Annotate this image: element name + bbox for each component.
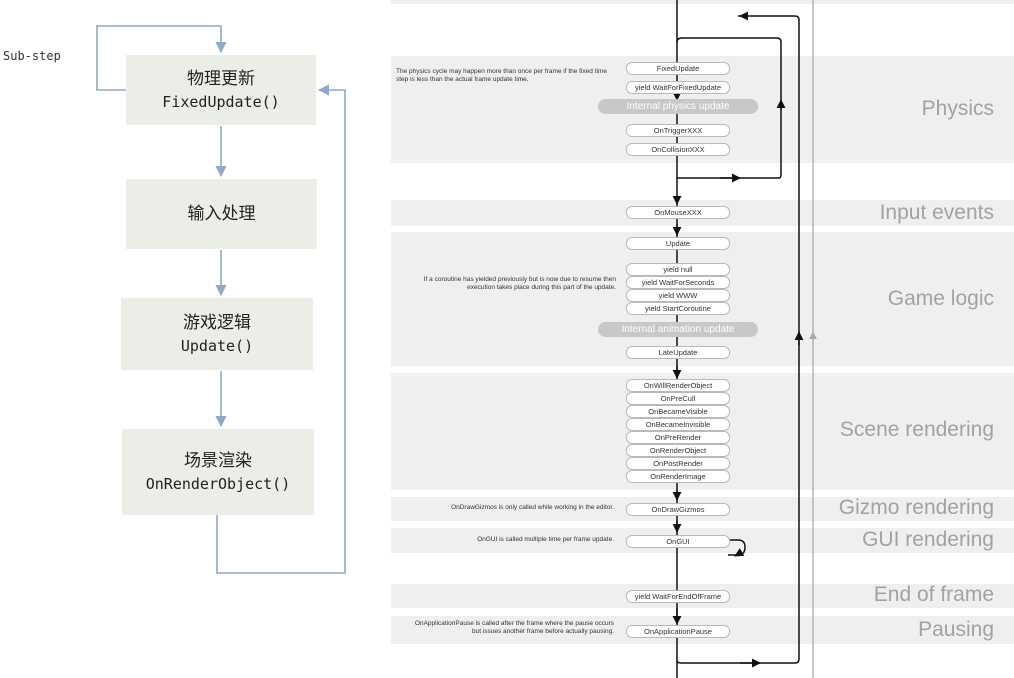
section-game-logic: Game logic [887, 287, 994, 310]
event-on-trigger: OnTriggerXXX [626, 124, 730, 137]
event-draw-gizmos: OnDrawGizmos [626, 503, 730, 516]
event-will-render-object: OnWillRenderObject [626, 379, 730, 392]
game-logic-title: 游戏逻辑 [183, 313, 251, 333]
game-logic-box: 游戏逻辑 Update() [121, 298, 313, 370]
event-pre-cull: OnPreCull [626, 392, 730, 405]
flowchart-arrows [96, 25, 346, 574]
event-yield-www: yield WWW [626, 289, 730, 302]
internal-physics-update: Internal physics update [598, 99, 758, 114]
event-on-gui: OnGUI [626, 535, 730, 548]
input-processing-box: 输入处理 [126, 179, 317, 249]
gui-note: OnGUI is called multiple time per frame … [477, 536, 614, 543]
section-gui-rendering: GUI rendering [862, 528, 994, 551]
fixed-update-box: 物理更新 FixedUpdate() [126, 55, 316, 125]
scene-rendering-title: 场景渲染 [184, 451, 252, 471]
event-late-update: LateUpdate [626, 346, 730, 359]
coroutine-note: If a coroutine has yielded previously bu… [423, 276, 616, 291]
section-input-events: Input events [879, 201, 994, 224]
game-logic-subtitle: Update() [180, 337, 254, 355]
event-yield-null: yield null [626, 263, 730, 276]
event-application-pause: OnApplicationPause [626, 625, 730, 638]
event-render-object: OnRenderObject [626, 444, 730, 457]
event-render-image: OnRenderImage [626, 470, 730, 483]
section-gizmo-rendering: Gizmo rendering [838, 496, 994, 519]
event-wait-end-of-frame: yield WaitForEndOfFrame [626, 590, 730, 603]
fixed-update-title: 物理更新 [187, 69, 255, 89]
input-processing-title: 输入处理 [187, 204, 256, 224]
gizmos-note: OnDrawGizmos is only called while workin… [451, 504, 614, 511]
event-post-render: OnPostRender [626, 457, 730, 470]
frame-loop [676, 15, 800, 664]
event-on-collision: OnCollisionXXX [626, 143, 730, 156]
event-became-invisible: OnBecameInvisible [626, 418, 730, 431]
section-pausing: Pausing [918, 618, 994, 641]
event-on-mouse: OnMouseXXX [626, 206, 730, 219]
event-wait-for-seconds: yield WaitForSeconds [626, 276, 730, 289]
physics-note: The physics cycle may happen more than o… [396, 68, 607, 83]
pause-note: OnApplicationPause is called after the f… [414, 620, 614, 635]
top-band [391, 0, 1014, 4]
physics-loop [676, 37, 782, 179]
ongui-loop [728, 539, 746, 556]
section-scene-rendering: Scene rendering [839, 418, 994, 441]
scene-rendering-subtitle: OnRenderObject() [145, 475, 291, 493]
event-wait-fixed-update: yield WaitForFixedUpdate [626, 81, 730, 94]
loop-back-arrow [216, 84, 346, 574]
scene-rendering-box: 场景渲染 OnRenderObject() [122, 429, 314, 515]
section-physics: Physics [921, 97, 994, 120]
event-pre-render: OnPreRender [626, 431, 730, 444]
section-end-of-frame: End of frame [873, 583, 994, 606]
internal-animation-update: Internal animation update [598, 322, 758, 337]
sub-step-label: Sub-step [3, 49, 61, 63]
event-update: Update [626, 237, 730, 250]
fixed-update-subtitle: FixedUpdate() [162, 93, 280, 111]
sub-step-loop-arrow [96, 25, 227, 91]
event-became-visible: OnBecameVisible [626, 405, 730, 418]
event-start-coroutine: yield StartCoroutine [626, 302, 730, 315]
event-fixed-update: FixedUpdate [626, 62, 730, 75]
